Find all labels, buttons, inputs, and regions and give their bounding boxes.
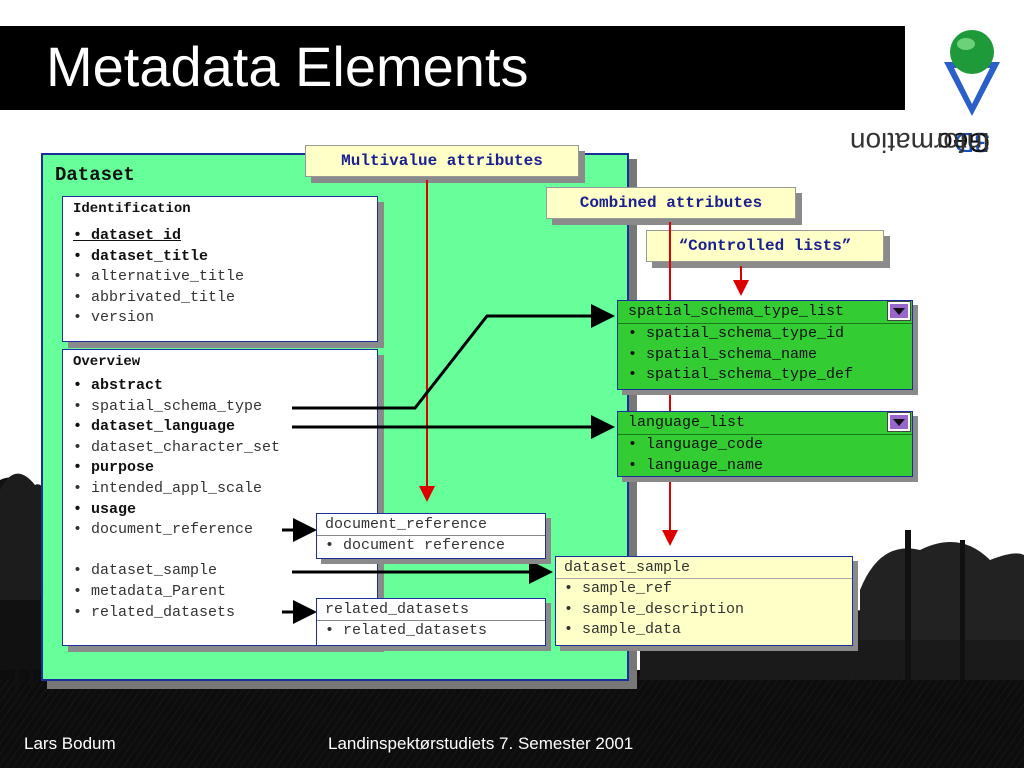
dataset-label: Dataset <box>55 164 135 186</box>
document-reference-header: document_reference <box>317 514 545 536</box>
spatial-schema-type-list-title: spatial_schema_type_list <box>628 303 845 320</box>
dropdown-button[interactable] <box>887 301 911 321</box>
spatial-schema-type-list-box: spatial_schema_type_list • spatial_schem… <box>617 300 913 390</box>
language-item: • language_name <box>628 456 764 474</box>
spatial-schema-type-list-header: spatial_schema_type_list <box>618 301 912 324</box>
spatial-schema-item: • spatial_schema_type_id <box>628 325 845 342</box>
globe-logo-icon <box>944 30 1000 116</box>
document-reference-box: document_reference • document reference <box>316 513 546 559</box>
tree-silhouette-background <box>0 473 1024 768</box>
combined-attributes-callout: Combined attributes <box>546 187 796 219</box>
identification-item: • abbrivated_title <box>73 288 236 306</box>
identification-header: Identification <box>73 201 191 217</box>
overview-item: • purpose <box>73 459 155 477</box>
related-datasets-item: • related_datasets <box>325 622 488 639</box>
language-item: • language_code <box>628 436 764 453</box>
chevron-down-icon <box>893 308 905 315</box>
overview-item: • usage <box>73 500 137 518</box>
title-bar <box>0 26 905 110</box>
multivalue-attributes-label: Multivalue attributes <box>341 152 543 170</box>
overview-box: Overview • abstract • spatial_schema_typ… <box>62 349 378 646</box>
identification-item: • dataset_title <box>73 247 209 265</box>
page-title: Metadata Elements <box>46 35 529 98</box>
identification-item: • dataset_id <box>73 227 182 244</box>
dataset-sample-item: • sample_ref <box>564 580 673 597</box>
dataset-sample-item: • sample_data <box>564 621 682 638</box>
chevron-down-icon <box>893 419 905 426</box>
language-list-header: language_list <box>618 412 912 435</box>
footer-author: Lars Bodum <box>24 734 116 753</box>
identification-item: • alternative_title <box>73 268 245 286</box>
overview-item: • dataset_sample <box>73 562 218 580</box>
overview-item: • dataset_language <box>73 418 236 436</box>
overview-item: • related_datasets <box>73 603 236 621</box>
dataset-sample-header: dataset_sample <box>556 557 852 579</box>
related-datasets-header: related_datasets <box>317 599 545 621</box>
identification-item: • version <box>73 309 155 327</box>
overview-item: • intended_appl_scale <box>73 479 263 497</box>
controlled-lists-callout: “Controlled lists” <box>646 230 884 262</box>
spatial-schema-item: • spatial_schema_type_def <box>628 366 854 383</box>
document-reference-item: • document reference <box>325 537 506 554</box>
overview-item: • dataset_character_set <box>73 438 281 456</box>
controlled-lists-label: “Controlled lists” <box>678 237 852 255</box>
dataset-sample-box: dataset_sample • sample_ref • sample_des… <box>555 556 853 646</box>
overview-item: • abstract <box>73 377 164 394</box>
related-datasets-box: related_datasets • related_datasets <box>316 598 546 646</box>
overview-item: • document_reference <box>73 521 254 539</box>
overview-item: • metadata_Parent <box>73 582 227 600</box>
multivalue-attributes-callout: Multivalue attributes <box>305 145 579 177</box>
dataset-sample-item: • sample_description <box>564 600 745 618</box>
language-list-title: language_list <box>628 414 746 431</box>
spatial-schema-item: • spatial_schema_name <box>628 345 818 363</box>
dropdown-button[interactable] <box>887 412 911 432</box>
footer-course: Landinspektørstudiets 7. Semester 2001 <box>328 734 634 753</box>
overview-item: • spatial_schema_type <box>73 397 263 415</box>
language-list-box: language_list • language_code • language… <box>617 411 913 477</box>
overview-header: Overview <box>73 354 141 370</box>
identification-box: Identification • dataset_id • dataset_ti… <box>62 196 378 342</box>
combined-attributes-label: Combined attributes <box>579 194 763 212</box>
